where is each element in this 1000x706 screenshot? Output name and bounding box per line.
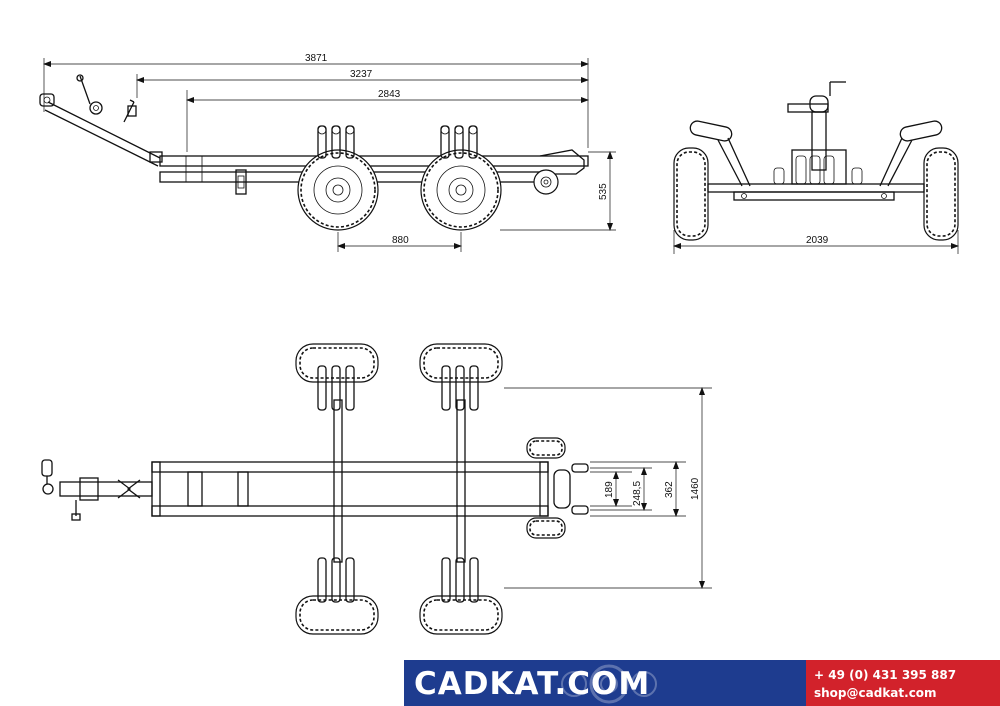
side-view: 3871 3237 2843	[39, 53, 616, 252]
contact-phone[interactable]: + 49 (0) 431 395 887	[814, 668, 957, 682]
brand-band-red	[806, 660, 1000, 706]
rear-view: 2039	[673, 81, 959, 254]
brand-band-blue	[404, 660, 806, 706]
dim-overall-length: 3871	[305, 53, 328, 64]
dim-axle-spacing: 880	[392, 235, 409, 246]
dim-inner-2: 248,5	[632, 481, 643, 506]
dim-inner-1: 189	[604, 481, 615, 498]
contact-email[interactable]: shop@cadkat.com	[814, 686, 937, 700]
brand-footer: CADKAT.COM + 49 (0) 431 395 887 shop@cad…	[404, 660, 1000, 706]
gear-watermark-icon	[561, 664, 657, 704]
dim-overall-width: 2039	[806, 235, 829, 246]
dim-coupling-to-rear: 3237	[350, 69, 373, 80]
dim-frame-width: 362	[664, 481, 675, 498]
dim-wheel-track: 1460	[690, 477, 701, 500]
brand-name[interactable]: CADKAT.COM	[414, 666, 651, 702]
dim-frame-length: 2843	[378, 89, 401, 100]
dim-height: 535	[598, 183, 609, 200]
top-view: 189 248,5 362 1460	[41, 343, 712, 635]
